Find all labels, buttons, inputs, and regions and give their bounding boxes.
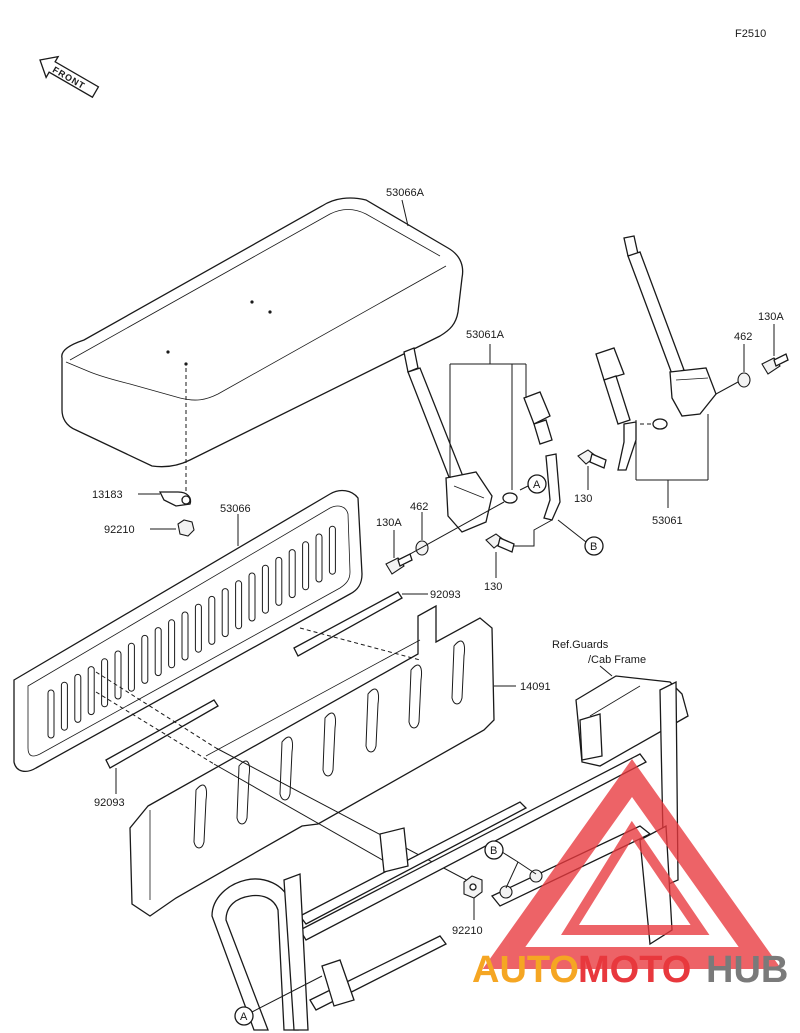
seat-back-slot [208,595,216,645]
callout-B-upper: B [584,536,604,556]
svg-text:A: A [533,479,541,491]
label-53066A: 53066A [386,187,425,199]
label-92210-top: 92210 [104,524,135,536]
ref-guards-line2: /Cab Frame [588,654,646,666]
watermark-logo [482,759,782,969]
svg-text:A: A [240,1011,248,1023]
seat-back-slot [168,619,176,669]
callout-B-lower: B [484,840,504,860]
label-53061: 53061 [652,515,683,527]
bracket-rib [451,640,465,705]
label-53061A: 53061A [466,329,505,341]
label-53066: 53066 [220,503,251,515]
callout-A-upper: A [527,474,547,494]
seat-back-slot [288,549,296,599]
washer-462-left [415,540,429,556]
seat-back-slot [47,689,55,739]
watermark-auto: AUTO [472,949,579,991]
strip-92093-bottom [105,699,219,769]
watermark-moto: MOTO [578,949,691,991]
label-92093-bottom: 92093 [94,797,125,809]
figure-code: F2510 [735,28,766,40]
seat-back-slot [315,533,323,583]
svg-text:B: B [590,541,597,553]
seat-back-slot [127,642,135,692]
label-13183: 13183 [92,489,123,501]
label-462-left: 462 [410,501,428,513]
bracket-rib [193,784,207,849]
clip-13183 [158,491,192,507]
nut-92210-top [177,519,195,537]
seat-back-slot [275,556,283,606]
label-130-mid: 130 [574,493,592,505]
seat-back-slot [181,611,189,661]
label-92093-top: 92093 [430,589,461,601]
seat-back-slot [235,580,243,630]
cab-frame [211,675,689,1031]
seat-belt-53061 [595,235,717,471]
seat-back-slot [114,650,122,700]
lower-fastener-2 [529,869,543,883]
seat-back-slot [194,603,202,653]
seat-back-slot [221,588,229,638]
bracket-ribs [193,640,465,849]
seat-back-slot [248,572,256,622]
label-130A-right: 130A [758,311,784,323]
label-130A-left: 130A [376,517,402,529]
front-arrow-icon: FRONT [39,55,100,99]
seat-back-slot [87,666,95,716]
bolt-130A-left [385,553,413,575]
bracket-rib [236,760,250,825]
lower-fastener-1 [499,885,513,899]
label-14091: 14091 [520,681,551,693]
label-92210-bottom: 92210 [452,925,483,937]
washer-right [652,418,668,430]
seat-back-slot [101,658,109,708]
seat-back-slot [302,541,310,591]
bolt-130-mid [577,449,607,469]
seat-back-slot [328,525,336,575]
svg-text:B: B [490,845,497,857]
nut-92210-bottom [463,875,483,899]
bracket-rib [365,688,379,753]
bracket-rib [322,712,336,777]
strip-92093-top [293,591,403,657]
seat-belt-53061A [403,347,553,533]
bolt-130A-right [761,353,789,375]
bracket-rib [279,736,293,801]
seat-back-slot [141,634,149,684]
label-130-low: 130 [484,581,502,593]
seat-back-slot [261,564,269,614]
callout-A-lower: A [234,1006,254,1026]
washer-462-right [737,372,751,388]
seat-back-slot [60,681,68,731]
seat-back-slot [74,673,82,723]
ref-guards-line1: Ref.Guards [552,639,609,651]
seat-back-slot [154,627,162,677]
bolt-130-low [485,533,515,553]
seat-cushion [61,197,464,468]
buckle-cable-left [543,453,561,521]
back-bracket-14091 [129,604,495,917]
seat-back-slots [47,525,336,739]
bracket-rib [408,664,422,729]
washer-left [502,492,518,504]
watermark-hub: HUB [706,949,788,991]
label-462-right: 462 [734,331,752,343]
